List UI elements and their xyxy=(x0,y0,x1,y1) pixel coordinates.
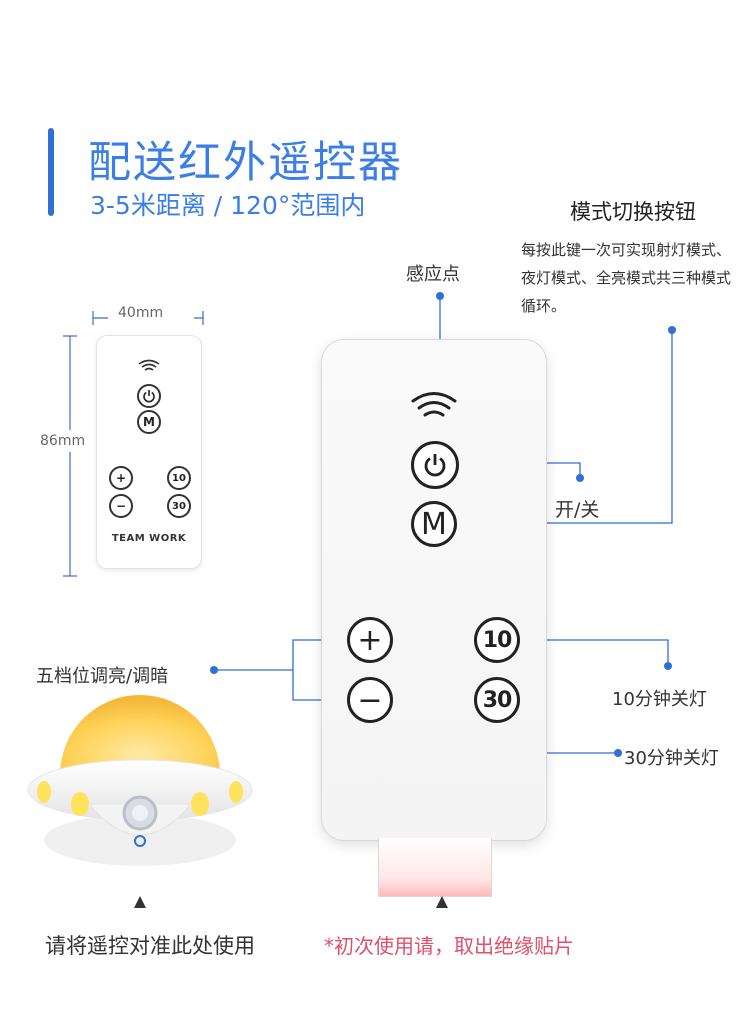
small-mode-button: M xyxy=(137,410,161,434)
small-minus-button: − xyxy=(109,494,133,518)
small-timer-10-button: 10 xyxy=(167,466,191,490)
arrow-up-icon xyxy=(436,896,448,908)
sensor-callout-dot xyxy=(436,292,444,300)
signal-icon xyxy=(138,359,160,371)
first-use-warning: *初次使用请，取出绝缘贴片 xyxy=(324,934,574,958)
mode-callout-dot xyxy=(668,326,676,334)
mode-button: M xyxy=(411,501,457,547)
on-off-label: 开/关 xyxy=(555,499,600,521)
brightness-label: 五档位调亮/调暗 xyxy=(36,666,169,687)
aim-remote-label: 请将遥控对准此处使用 xyxy=(45,934,255,958)
mode-switch-description: 每按此键一次可实现射灯模式、夜灯模式、全亮模式共三种模式循环。 xyxy=(521,241,732,315)
arrow-up-icon xyxy=(134,896,146,908)
page-subtitle: 3-5米距离 / 120°范围内 xyxy=(90,191,366,220)
small-power-button xyxy=(137,384,161,408)
timer10-callout-dot xyxy=(664,662,672,670)
brand-logo: TEAM WORK xyxy=(111,533,187,544)
page-title: 配送红外遥控器 xyxy=(88,138,403,188)
ufo-lamp-illustration xyxy=(27,695,253,866)
timer30-callout-dot xyxy=(614,749,622,757)
small-plus-button: + xyxy=(109,466,133,490)
power-icon xyxy=(143,390,155,403)
remote-height-label: 86mm xyxy=(40,433,86,449)
mode-switch-title: 模式切换按钮 xyxy=(570,200,696,224)
timer-10-button: 10 xyxy=(474,617,520,663)
brightness-down-button: − xyxy=(347,677,393,723)
power-button xyxy=(411,441,459,489)
small-timer-30-button: 30 xyxy=(167,494,191,518)
timer-10-label: 10分钟关灯 xyxy=(612,689,707,710)
power-icon xyxy=(424,454,446,477)
remote-width-label: 40mm xyxy=(118,305,164,321)
timer-30-label: 30分钟关灯 xyxy=(624,748,719,769)
large-remote-illustration: M + − 10 30 xyxy=(322,340,546,840)
small-remote-illustration: M + − 10 30 TEAM WORK xyxy=(97,336,201,568)
insulation-tab xyxy=(378,838,492,897)
signal-icon xyxy=(411,392,457,417)
sensor-label: 感应点 xyxy=(406,264,460,285)
onoff-callout-dot xyxy=(576,474,584,482)
timer-30-button: 30 xyxy=(474,677,520,723)
brightness-callout-dot xyxy=(210,666,218,674)
brightness-up-button: + xyxy=(347,617,393,663)
title-accent-bar xyxy=(48,128,54,216)
